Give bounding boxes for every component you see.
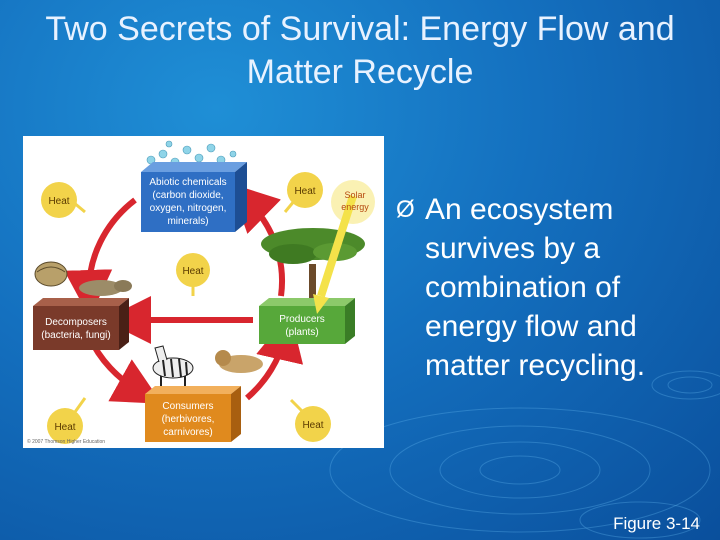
heat-label: Heat: [294, 186, 315, 197]
abiotic-label-line-4: minerals): [167, 216, 208, 227]
cycle-arrow-abiotic-to-decomposers: [64, 197, 137, 318]
consumers-label: Consumers: [162, 401, 213, 412]
solar-energy-sublabel: energy: [341, 202, 369, 212]
decomposers-sublabel: (bacteria, fungi): [41, 330, 110, 341]
consumers-sublabel-1: (herbivores,: [162, 414, 215, 425]
producers-box: Producers (plants): [259, 298, 355, 344]
slide-title: Two Secrets of Survival: Energy Flow and…: [45, 10, 675, 91]
ecosystem-cycle-diagram: Abiotic chemicals (carbon dioxide, oxyge…: [27, 140, 375, 445]
heat-bubble-bottom-left: Heat: [47, 397, 87, 444]
decomposer-organisms-icon: [34, 261, 132, 296]
ecosystem-cycle-figure: Abiotic chemicals (carbon dioxide, oxyge…: [23, 136, 384, 448]
bullet-arrow-icon: Ø: [396, 196, 415, 223]
heat-bubble-top-left: Heat: [41, 182, 86, 218]
heat-label: Heat: [48, 196, 69, 207]
heat-indicators: Heat Heat Heat Heat: [41, 172, 331, 444]
abiotic-label-line-3: oxygen, nitrogen,: [150, 203, 227, 214]
solar-energy-arrow: [317, 194, 357, 298]
solar-energy-label: Solar: [344, 190, 365, 200]
heat-bubble-bottom-right: Heat: [289, 398, 331, 442]
zebra-icon: [152, 345, 194, 388]
lion-icon: [215, 350, 263, 373]
abiotic-label-line-1: Abiotic chemicals: [149, 177, 226, 188]
bullet-text: An ecosystem survives by a combination o…: [425, 193, 646, 382]
producers-label: Producers: [279, 314, 325, 325]
solar-energy: Solar energy: [313, 180, 375, 314]
figure-caption: Figure 3-14: [613, 514, 700, 533]
heat-label: Heat: [182, 266, 203, 277]
heat-label: Heat: [302, 420, 323, 431]
heat-bubble-top-right: Heat: [283, 172, 323, 213]
tree-icon: [261, 228, 365, 308]
heat-label: Heat: [54, 422, 75, 433]
consumers-sublabel-2: carnivores): [163, 427, 212, 438]
abiotic-chemicals-box: Abiotic chemicals (carbon dioxide, oxyge…: [141, 162, 247, 232]
abiotic-label-line-2: (carbon dioxide,: [152, 190, 223, 201]
decomposers-box: Decomposers (bacteria, fungi): [33, 298, 129, 350]
heat-bubble-center: Heat: [176, 253, 210, 296]
consumers-box: Consumers (herbivores, carnivores): [145, 386, 241, 442]
copyright-notice: © 2007 Thomson Higher Education: [27, 438, 105, 445]
producers-sublabel: (plants): [285, 327, 318, 338]
decomposers-label: Decomposers: [45, 317, 107, 328]
